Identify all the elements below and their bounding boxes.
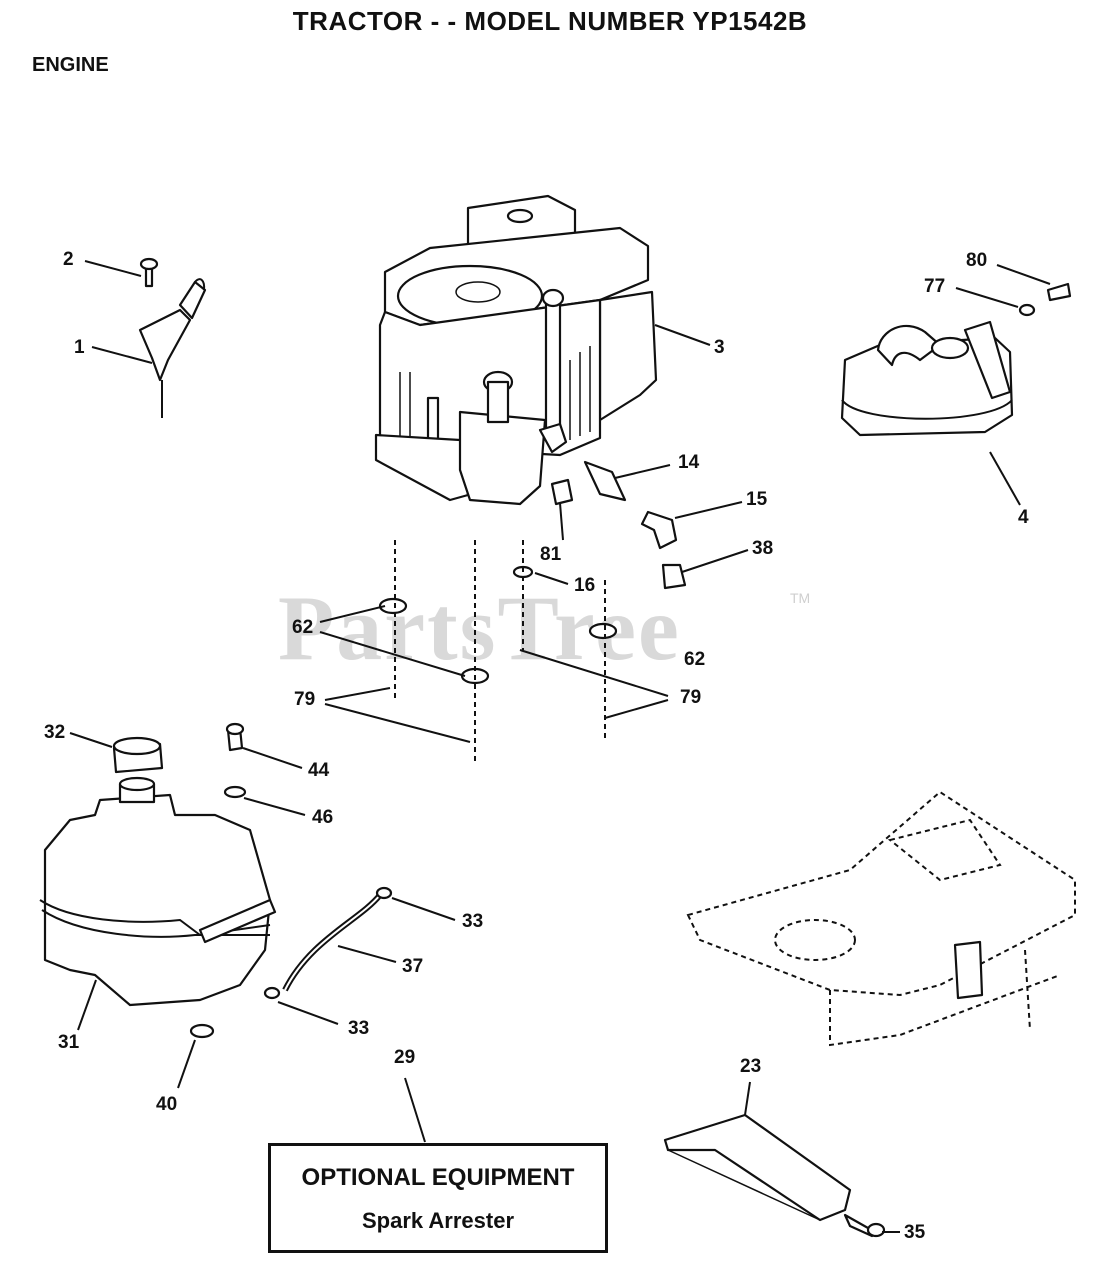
callout-14: 14 [678,452,700,473]
callout-44: 44 [308,760,330,781]
callout-23: 23 [740,1056,762,1077]
optional-equipment-title: OPTIONAL EQUIPMENT [301,1164,575,1191]
mount-hardware [319,540,669,765]
callout-2: 2 [63,249,74,270]
callout-62: 62 [292,617,314,638]
optional-equipment-item: Spark Arrester [361,1208,515,1233]
engine-assembly [374,194,658,506]
callout-77: 77 [924,276,946,297]
section-label: ENGINE [32,54,109,76]
callout-62: 62 [684,649,706,670]
watermark-tm: TM [790,590,811,606]
tractor-frame [686,790,1076,1047]
fuel-tank [39,722,277,1039]
leader-lines [69,260,1051,1233]
muffler [840,282,1072,437]
optional-equipment-box: OPTIONAL EQUIPMENT Spark Arrester [268,1143,608,1253]
callout-38: 38 [752,538,774,559]
callout-4: 4 [1018,507,1029,528]
callout-33: 33 [348,1018,370,1039]
callout-79: 79 [680,687,702,708]
callout-3: 3 [714,337,725,358]
callout-37: 37 [402,956,424,977]
throttle-control [138,257,207,418]
callout-15: 15 [746,489,768,510]
callout-29: 29 [394,1047,416,1068]
spark-arrester-shield [663,1113,886,1238]
callout-1: 1 [74,337,85,358]
callout-80: 80 [966,250,988,271]
callout-35: 35 [904,1222,926,1243]
diagram-title: TRACTOR - - MODEL NUMBER YP1542B [292,6,808,36]
callout-16: 16 [574,575,596,596]
callout-40: 40 [156,1094,178,1115]
callout-32: 32 [44,722,66,743]
callout-81: 81 [540,544,562,565]
callout-31: 31 [58,1032,80,1053]
fuel-fittings [550,460,687,590]
fuel-hose [263,886,393,1000]
callout-46: 46 [312,807,334,828]
callout-33: 33 [462,911,484,932]
callout-79: 79 [294,689,316,710]
